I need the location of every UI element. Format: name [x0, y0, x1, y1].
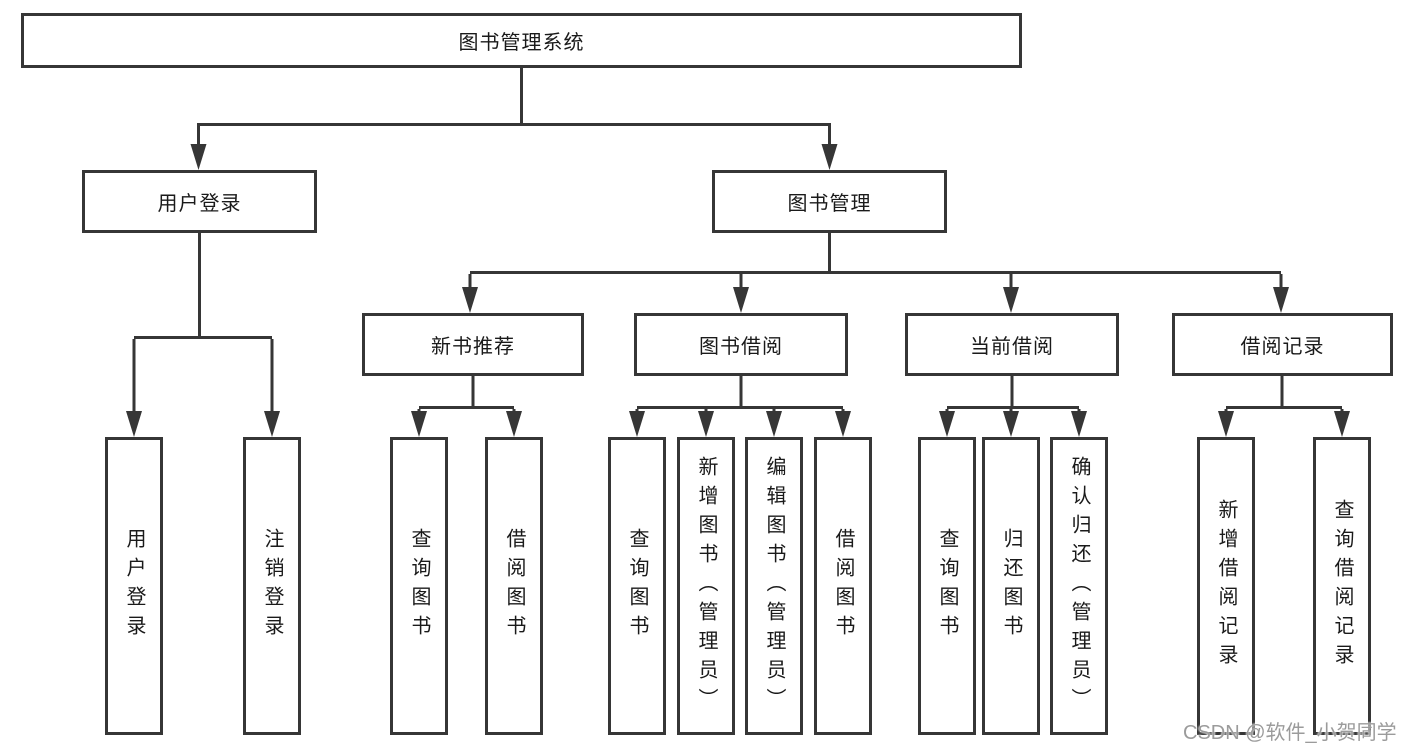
- node-new-book-recommend-label: 新书推荐: [431, 336, 515, 358]
- node-borrow-records-label: 借阅记录: [1240, 336, 1325, 358]
- leaf-records-query-record: 查询借阅记录: [1313, 437, 1371, 735]
- node-root: 图书管理系统: [21, 13, 1022, 68]
- leaf-logout-label: 注销登录: [261, 528, 283, 644]
- node-book-borrowing-label: 图书借阅: [699, 336, 783, 358]
- leaf-borrowing-add-books-admin-label: 新增图书（管理员）: [695, 455, 717, 717]
- leaf-current-query-books: 查询图书: [918, 437, 976, 735]
- csdn-watermark: CSDN @软件_小贺同学: [1183, 722, 1397, 744]
- node-borrow-records: 借阅记录: [1172, 313, 1393, 376]
- arrow-down-icon: [126, 144, 1350, 437]
- node-book-management-label: 图书管理: [787, 193, 872, 215]
- leaf-user-login-label: 用户登录: [123, 528, 145, 644]
- leaf-borrowing-borrow-books: 借阅图书: [814, 437, 872, 735]
- node-book-management: 图书管理: [712, 170, 947, 233]
- leaf-borrowing-query-books: 查询图书: [608, 437, 666, 735]
- leaf-current-confirm-return-admin: 确认归还（管理员）: [1050, 437, 1108, 735]
- node-user-login-label: 用户登录: [157, 193, 242, 215]
- node-book-borrowing: 图书借阅: [634, 313, 848, 376]
- node-user-login: 用户登录: [82, 170, 317, 233]
- leaf-borrowing-edit-books-admin-label: 编辑图书（管理员）: [763, 455, 785, 717]
- leaf-current-query-books-label: 查询图书: [936, 528, 958, 644]
- leaf-newbook-query-books-label: 查询图书: [408, 528, 430, 644]
- leaf-current-return-books-label: 归还图书: [1000, 528, 1022, 644]
- leaf-records-query-record-label: 查询借阅记录: [1331, 499, 1353, 673]
- leaf-borrowing-add-books-admin: 新增图书（管理员）: [677, 437, 735, 735]
- leaf-borrowing-query-books-label: 查询图书: [626, 528, 648, 644]
- node-current-borrowing: 当前借阅: [905, 313, 1119, 376]
- leaf-current-confirm-return-admin-label: 确认归还（管理员）: [1068, 455, 1090, 717]
- node-root-label: 图书管理系统: [458, 32, 585, 54]
- leaf-records-add-record: 新增借阅记录: [1197, 437, 1255, 735]
- node-new-book-recommend: 新书推荐: [362, 313, 584, 376]
- leaf-records-add-record-label: 新增借阅记录: [1215, 499, 1237, 673]
- leaf-borrowing-edit-books-admin: 编辑图书（管理员）: [745, 437, 803, 735]
- leaf-newbook-borrow-books-label: 借阅图书: [503, 528, 525, 644]
- leaf-logout: 注销登录: [243, 437, 301, 735]
- leaf-newbook-borrow-books: 借阅图书: [485, 437, 543, 735]
- leaf-current-return-books: 归还图书: [982, 437, 1040, 735]
- leaf-user-login: 用户登录: [105, 437, 163, 735]
- leaf-newbook-query-books: 查询图书: [390, 437, 448, 735]
- node-current-borrowing-label: 当前借阅: [970, 336, 1054, 358]
- leaf-borrowing-borrow-books-label: 借阅图书: [832, 528, 854, 644]
